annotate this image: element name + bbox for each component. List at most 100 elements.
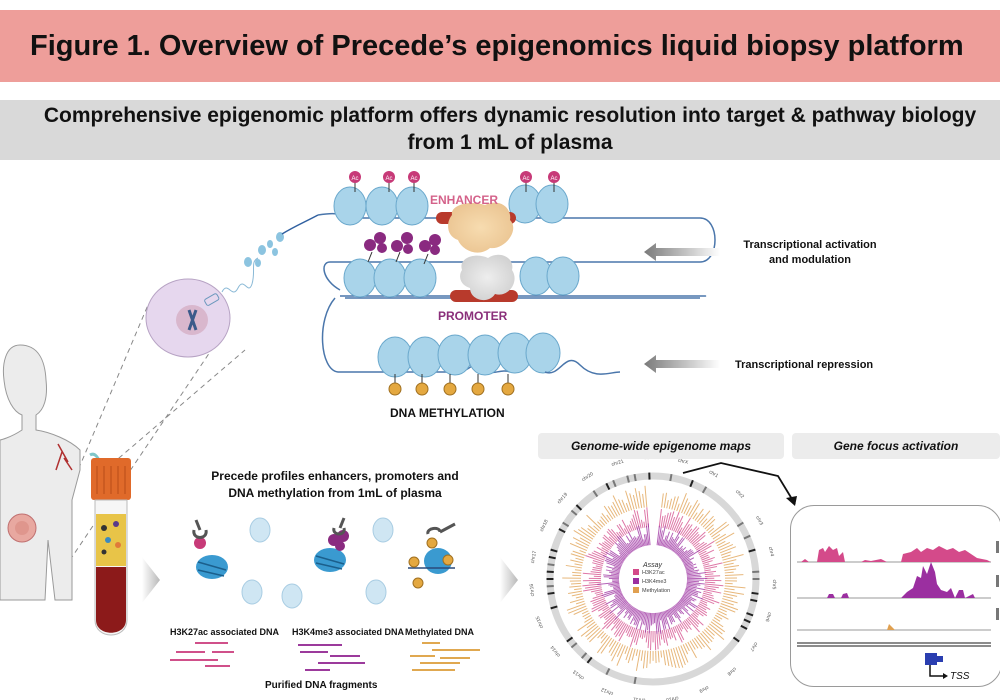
signal-ray xyxy=(693,610,700,616)
signal-ray xyxy=(676,602,691,617)
cytoband xyxy=(748,548,756,553)
signal-ray xyxy=(707,527,715,534)
signal-ray xyxy=(602,542,612,550)
signal-ray xyxy=(639,629,643,638)
signal-ray xyxy=(569,598,584,604)
signal-ray xyxy=(569,585,582,588)
legend-label: H3K27ac xyxy=(642,570,665,576)
signal-ray xyxy=(701,596,720,604)
signal-ray xyxy=(573,607,588,615)
signal-ray xyxy=(658,509,662,528)
patient-figure xyxy=(0,344,102,601)
signal-ray xyxy=(625,625,631,634)
cytoband xyxy=(550,605,558,610)
signal-ray xyxy=(665,649,670,667)
signal-ray xyxy=(662,611,667,625)
signal-ray xyxy=(615,593,623,599)
signal-ray xyxy=(704,581,716,584)
signal-ray xyxy=(658,530,663,546)
signal-ray xyxy=(693,637,703,650)
signal-ray xyxy=(698,550,707,556)
signal-ray xyxy=(611,643,622,662)
signal-ray xyxy=(677,550,685,557)
methylation-ring xyxy=(562,485,746,671)
cytoband xyxy=(736,521,744,528)
signal-ray xyxy=(667,609,676,623)
signal-ray xyxy=(606,531,618,542)
signal-ray xyxy=(634,488,640,509)
chromosome-label: chr10 xyxy=(665,695,679,700)
legend-swatch xyxy=(633,578,639,584)
signal-ray xyxy=(656,612,660,632)
legend-title: Assay xyxy=(642,562,663,569)
signal-ray xyxy=(577,619,594,632)
signal-ray xyxy=(604,541,613,548)
signal-ray xyxy=(664,610,668,618)
signal-ray xyxy=(703,590,712,594)
signal-ray xyxy=(575,600,585,605)
signal-ray xyxy=(684,590,699,596)
signal-ray xyxy=(682,524,693,538)
signal-ray xyxy=(610,505,618,517)
signal-ray xyxy=(640,650,644,661)
nucleosomes-promoter-row xyxy=(343,256,580,298)
signal-ray xyxy=(694,541,705,550)
signal-ray xyxy=(616,536,632,554)
signal-ray xyxy=(597,581,620,585)
signal-ray xyxy=(685,587,702,594)
signal-ray xyxy=(574,588,582,591)
cytoband xyxy=(743,534,751,540)
signal-ray xyxy=(623,605,633,619)
signal-ray xyxy=(711,523,730,538)
signal-ray xyxy=(618,624,629,642)
subtitle-band xyxy=(0,100,1000,160)
ac-mark: Ac xyxy=(383,171,395,192)
signal-ray xyxy=(685,586,697,591)
signal-ray xyxy=(723,593,738,597)
signal-ray xyxy=(636,537,642,548)
signal-ray xyxy=(722,554,744,561)
signal-ray xyxy=(698,603,711,610)
signal-ray xyxy=(613,617,620,625)
cytoband xyxy=(669,473,673,482)
signal-ray xyxy=(613,586,621,590)
signal-ray xyxy=(566,603,586,611)
track-h3k27ac xyxy=(797,546,991,563)
signal-ray xyxy=(673,537,685,553)
signal-ray xyxy=(610,597,626,609)
signal-ray xyxy=(693,542,700,548)
signal-ray xyxy=(645,534,649,546)
signal-ray xyxy=(590,571,602,574)
signal-ray xyxy=(582,572,602,576)
signal-ray xyxy=(614,603,631,620)
signal-ray xyxy=(689,640,696,650)
signal-ray xyxy=(697,540,715,553)
signal-ray xyxy=(619,554,626,560)
signal-ray xyxy=(675,603,682,610)
signal-ray xyxy=(694,508,704,521)
signal-ray xyxy=(632,608,638,617)
signal-ray xyxy=(716,540,726,547)
signal-ray xyxy=(686,585,705,591)
signal-ray xyxy=(701,556,710,561)
signal-ray xyxy=(690,503,700,518)
signal-ray xyxy=(635,610,642,626)
signal-ray xyxy=(677,624,683,632)
signal-ray xyxy=(623,528,628,535)
signal-ray xyxy=(715,532,735,544)
signal-ray xyxy=(658,630,661,646)
signal-ray xyxy=(700,554,709,559)
blood-tube xyxy=(91,458,131,636)
signal-ray xyxy=(673,517,680,532)
chromosome-label: chrX xyxy=(677,458,689,467)
signal-ray xyxy=(659,612,665,631)
step-chevron-icon xyxy=(142,557,160,603)
signal-ray xyxy=(630,627,636,638)
signal-ray xyxy=(718,607,727,613)
chromosome-label: chr7 xyxy=(748,641,759,653)
dna-methylation-label: DNA METHYLATION xyxy=(390,406,505,420)
signal-ray xyxy=(692,612,699,618)
signal-ray xyxy=(720,603,739,611)
track-marker xyxy=(996,575,999,587)
figure-title: Figure 1. Overview of Precede’s epigenom… xyxy=(30,30,964,62)
